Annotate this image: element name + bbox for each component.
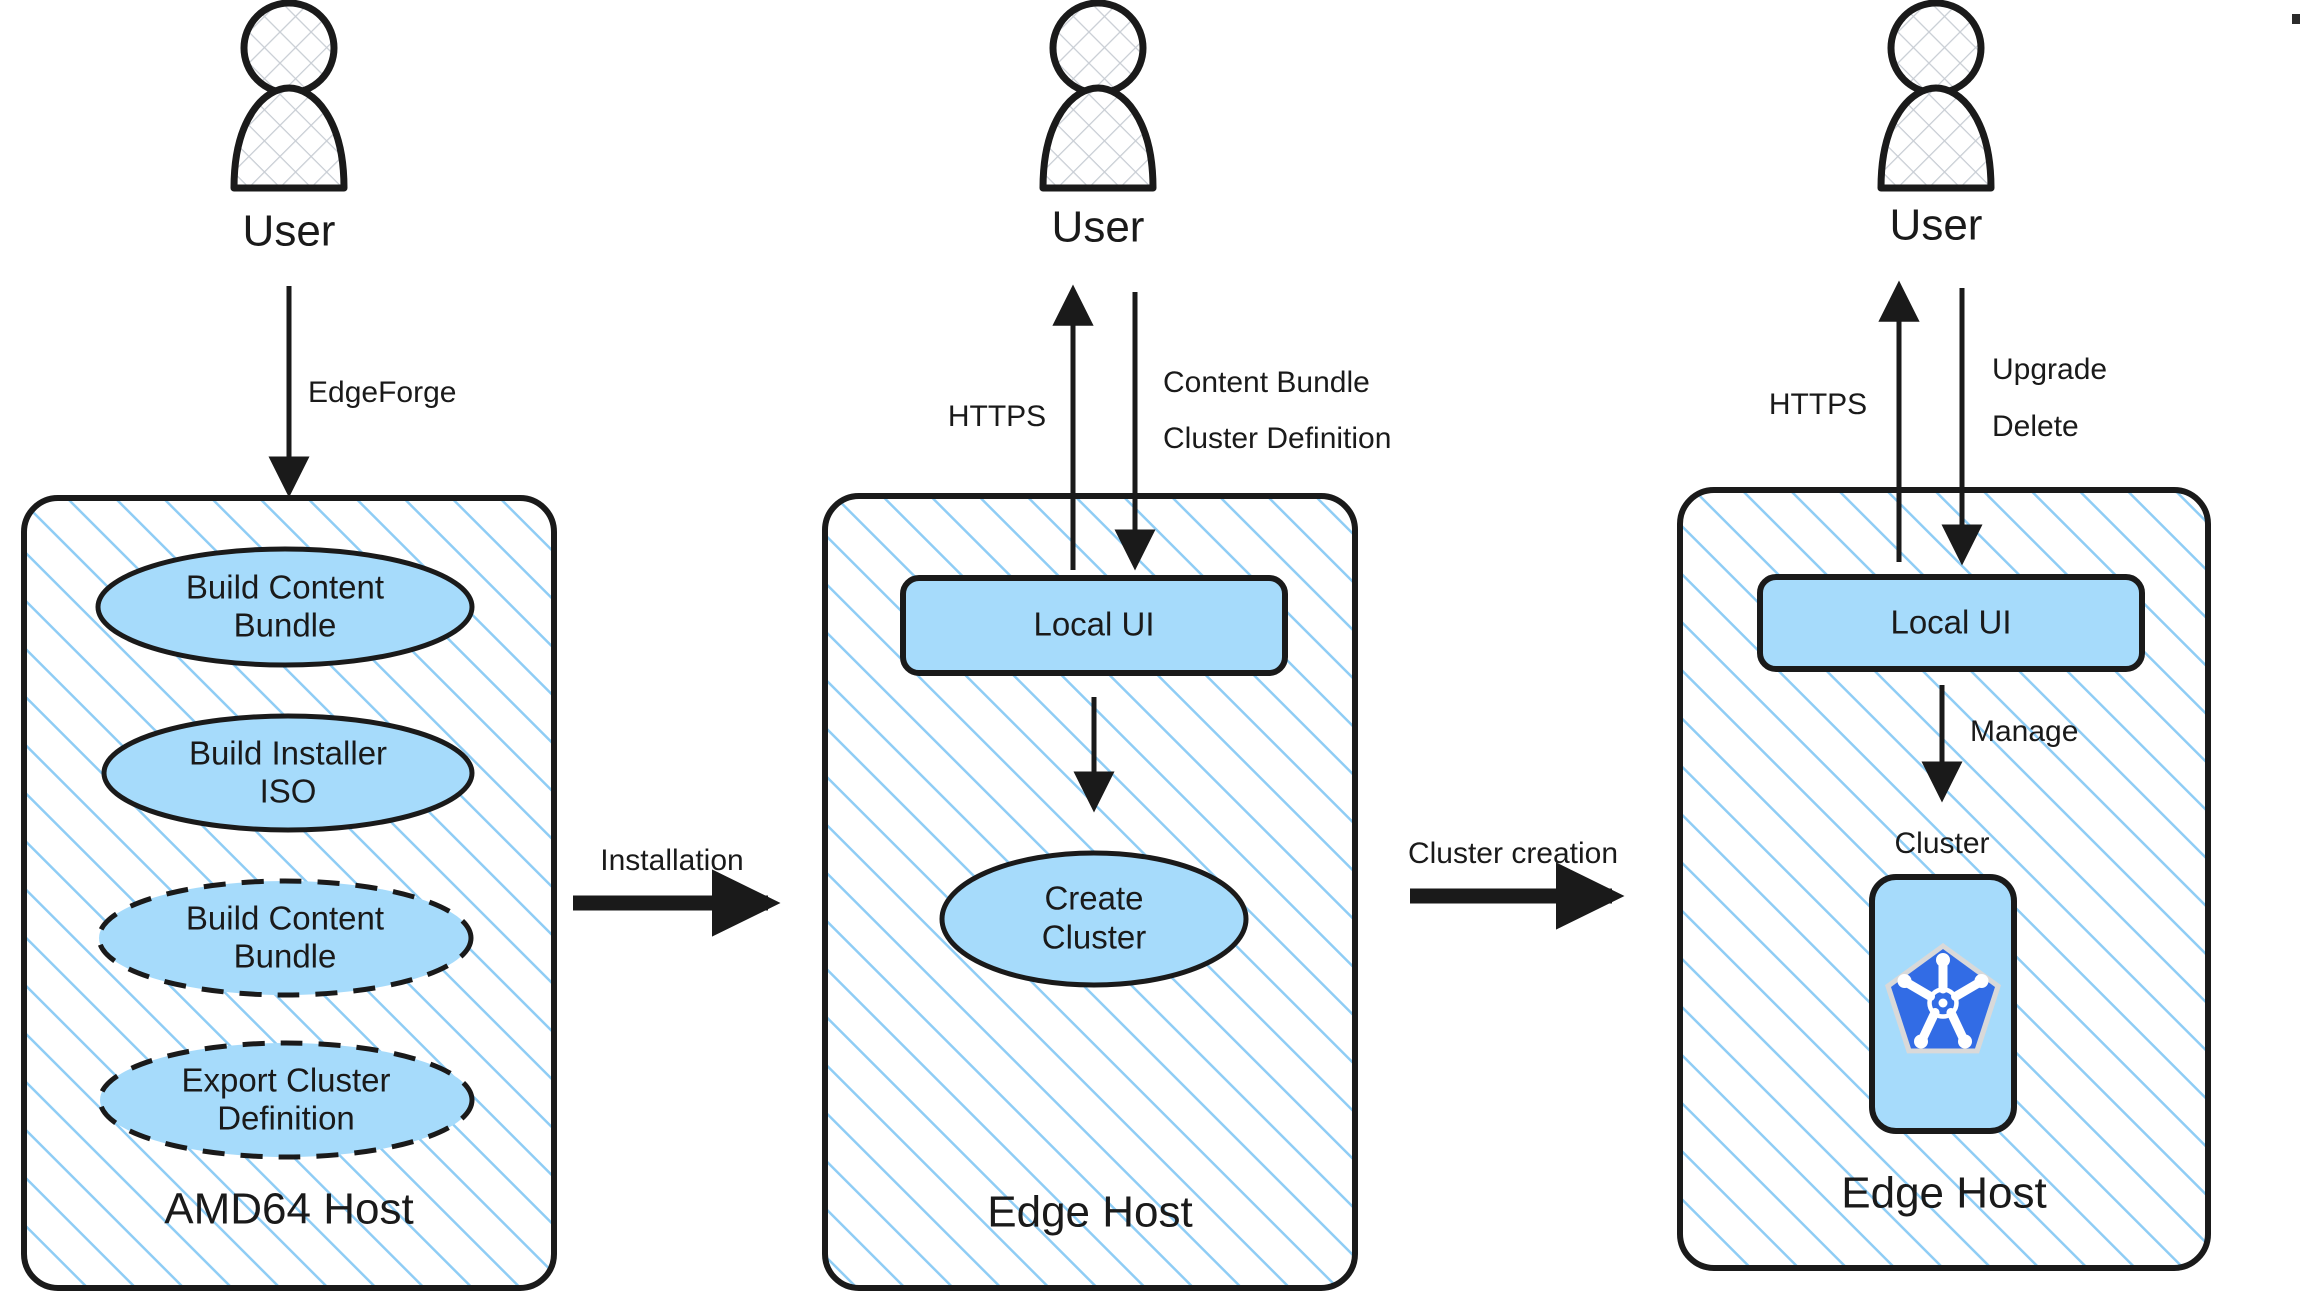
edge-upgrade-label: Upgrade: [1992, 353, 2107, 386]
edge-manage-label: Manage: [1970, 715, 2078, 748]
node-create-cluster-shape: [939, 850, 1249, 988]
node-local-ui-2-shape: [1757, 574, 2145, 672]
edge-https-2: HTTPS: [1769, 280, 1920, 562]
node-build-installer-iso-line2: ISO: [260, 773, 317, 810]
node-cluster-box[interactable]: [1869, 874, 2017, 1134]
edge-https-1: HTTPS: [948, 284, 1094, 570]
user-icon-3: [1877, 0, 1995, 192]
node-build-content-bundle-2-line2: Bundle: [234, 938, 337, 975]
node-build-content-bundle-2-line1: Build Content: [186, 900, 384, 937]
node-local-ui-2-label: Local UI: [1890, 604, 2011, 641]
host-amd64-label: AMD64 Host: [164, 1185, 413, 1234]
edge-https-2-label: HTTPS: [1769, 388, 1867, 421]
edge-edgeforge: EdgeForge: [268, 286, 456, 498]
edge-installation: Installation: [573, 844, 781, 937]
edge-cluster-creation-label: Cluster creation: [1408, 837, 1618, 870]
node-build-installer-iso-shape: [101, 713, 475, 833]
actor-user-3[interactable]: User: [1877, 0, 1995, 250]
node-build-installer-iso-line1: Build Installer: [189, 735, 387, 772]
edge-cluster-creation: Cluster creation: [1408, 837, 1625, 930]
node-local-ui-1-label: Local UI: [1033, 606, 1154, 643]
user-icon-1: [230, 0, 348, 192]
node-build-content-bundle-2[interactable]: Build Content Bundle: [96, 878, 474, 998]
node-build-content-bundle-1[interactable]: Build Content Bundle: [95, 546, 475, 668]
node-build-content-bundle-1-line2: Bundle: [234, 607, 337, 644]
node-build-content-bundle-1-line1: Build Content: [186, 569, 384, 606]
node-export-cluster-definition[interactable]: Export Cluster Definition: [97, 1040, 475, 1160]
host-edge-2-label: Edge Host: [1841, 1169, 2046, 1218]
actor-user-2[interactable]: User: [1039, 0, 1157, 252]
node-local-ui-2[interactable]: Local UI: [1757, 574, 2145, 672]
node-build-content-bundle-2-shape: [96, 878, 474, 998]
node-create-cluster[interactable]: Create Cluster: [939, 850, 1249, 988]
stray-dot: [2292, 14, 2300, 24]
user-icon-2: [1039, 0, 1157, 192]
actor-user-1-label: User: [243, 207, 336, 256]
edge-manage: Manage: [1921, 685, 2078, 803]
node-local-ui-1[interactable]: Local UI: [900, 575, 1288, 676]
edge-edgeforge-label: EdgeForge: [308, 376, 456, 409]
node-create-cluster-line1: Create: [1044, 880, 1143, 917]
edge-installation-label: Installation: [600, 844, 743, 877]
node-build-installer-iso[interactable]: Build Installer ISO: [101, 713, 475, 833]
host-edge-1-label: Edge Host: [987, 1188, 1192, 1237]
node-local-ui-1-shape: [900, 575, 1288, 676]
actor-user-1[interactable]: User: [230, 0, 348, 256]
node-export-cluster-definition-line1: Export Cluster: [181, 1062, 390, 1099]
node-create-cluster-line2: Cluster: [1042, 919, 1147, 956]
node-export-cluster-definition-shape: [97, 1040, 475, 1160]
edge-https-1-label: HTTPS: [948, 400, 1046, 433]
actor-user-2-label: User: [1052, 203, 1145, 252]
edge-content-bundle-cluster-definition: Content Bundle Cluster Definition: [1114, 292, 1391, 571]
node-build-content-bundle-1-shape: [95, 546, 475, 668]
actor-user-3-label: User: [1890, 201, 1983, 250]
kubernetes-icon: [1885, 943, 2001, 1054]
cluster-caption: Cluster: [1894, 827, 1989, 860]
edge-content-bundle-label: Content Bundle: [1163, 366, 1370, 399]
edge-delete-label: Delete: [1992, 410, 2079, 443]
edge-cluster-definition-label: Cluster Definition: [1163, 422, 1391, 455]
edge-upgrade-delete: Upgrade Delete: [1941, 288, 2107, 566]
node-export-cluster-definition-line2: Definition: [217, 1100, 355, 1137]
